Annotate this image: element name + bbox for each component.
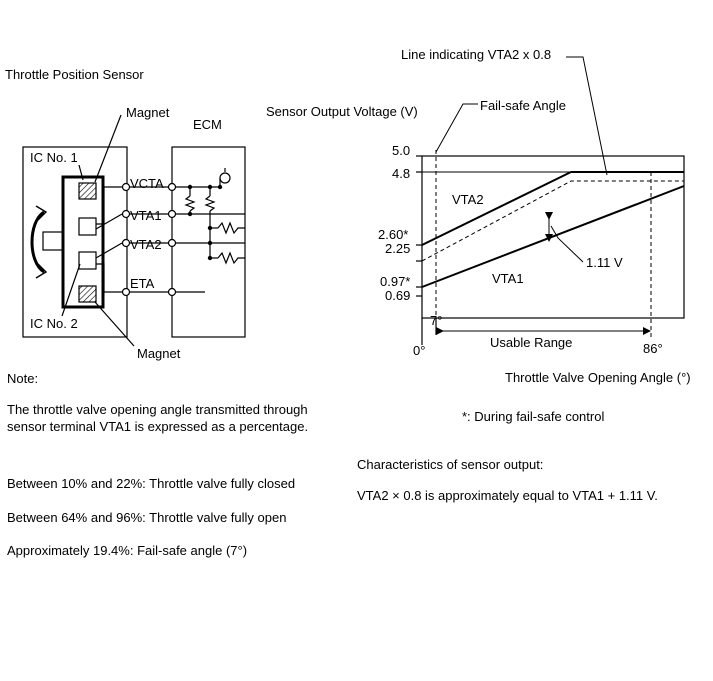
magnet-top xyxy=(78,182,97,200)
circuit-title: Throttle Position Sensor xyxy=(5,67,144,82)
note-body-line-1: The throttle valve opening angle transmi… xyxy=(7,402,308,417)
angle-0-label: 0° xyxy=(413,343,426,358)
terminal-eta: ETA xyxy=(130,276,155,291)
vta2x08-line xyxy=(421,180,684,262)
note-item-3: Approximately 19.4%: Fail-safe angle (7°… xyxy=(7,543,248,558)
x-axis-title: Throttle Valve Opening Angle (°) xyxy=(505,370,691,385)
angle-86-label: 86° xyxy=(643,341,663,356)
ic1-chip xyxy=(78,217,97,236)
junction-dots xyxy=(121,182,177,297)
terminal-vta1: VTA1 xyxy=(130,208,162,223)
ic2-label: IC No. 2 xyxy=(30,316,78,331)
vta1-line xyxy=(421,185,685,288)
characteristics-heading: Characteristics of sensor output: xyxy=(357,457,544,472)
vta2x08-note: Line indicating VTA2 x 0.8 xyxy=(401,47,552,62)
terminal-vcta: VCTA xyxy=(130,176,164,191)
usable-range-label: Usable Range xyxy=(490,335,573,350)
terminal-vta2: VTA2 xyxy=(130,237,162,252)
note-heading: Note: xyxy=(7,371,39,386)
vcc-source xyxy=(219,172,231,184)
offset-1-11v-label: 1.11 V xyxy=(586,255,623,270)
junction-filled xyxy=(187,184,223,261)
y-tick-5-0: 5.0 xyxy=(392,143,411,158)
vta2-series-label: VTA2 xyxy=(452,192,484,207)
y-tick-2-25: 2.25 xyxy=(385,241,411,256)
ic1-label: IC No. 1 xyxy=(30,150,78,165)
rotation-arrow xyxy=(30,210,45,274)
graph xyxy=(416,56,685,345)
circuit-diagram xyxy=(22,114,246,347)
magnet-top-label: Magnet xyxy=(126,105,170,120)
y-tick-0-69: 0.69 xyxy=(385,288,411,303)
magnet-bottom xyxy=(78,285,97,303)
angle-7-label: 7° xyxy=(430,313,443,328)
note-body-line-2: sensor terminal VTA1 is expressed as a p… xyxy=(7,419,309,434)
y-axis-title: Sensor Output Voltage (V) xyxy=(266,104,418,119)
shaft xyxy=(42,231,64,251)
ecm-label: ECM xyxy=(193,117,222,132)
y-tick-2-60: 2.60* xyxy=(378,227,409,242)
vta1-series-label: VTA1 xyxy=(492,271,524,286)
characteristics-formula: VTA2 × 0.8 is approximately equal to VTA… xyxy=(357,488,658,503)
plot-frame xyxy=(421,155,685,319)
y-tick-0-97: 0.97* xyxy=(380,274,411,289)
failsafe-angle-label: Fail-safe Angle xyxy=(480,98,566,113)
note-item-1: Between 10% and 22%: Throttle valve full… xyxy=(7,476,296,491)
ic2-chip xyxy=(78,251,97,270)
asterisk-note: *: During fail-safe control xyxy=(462,409,605,424)
note-item-2: Between 64% and 96%: Throttle valve full… xyxy=(7,510,287,525)
vta2-line xyxy=(421,171,684,246)
magnet-bottom-label: Magnet xyxy=(137,346,181,361)
y-tick-4-8: 4.8 xyxy=(392,166,411,181)
